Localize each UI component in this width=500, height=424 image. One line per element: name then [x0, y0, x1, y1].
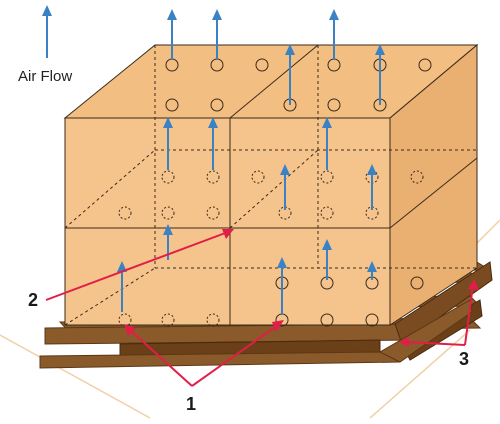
vent-hole: [206, 170, 220, 184]
callout-line-1b: [191, 324, 279, 387]
airflow-arrow: [367, 261, 377, 280]
vent-hole: [251, 170, 265, 184]
airflow-arrow: [285, 44, 295, 105]
airflow-arrow: [280, 164, 290, 210]
legend-airflow-arrow: [42, 5, 52, 58]
airflow-arrow: [208, 117, 218, 170]
vent-hole: [206, 206, 220, 220]
vent-hole: [165, 98, 179, 112]
airflow-arrow: [322, 239, 332, 280]
vent-hole: [320, 313, 334, 327]
callout-line-3b: [404, 341, 466, 346]
callout-line-2: [45, 231, 229, 301]
callout-lines: [45, 231, 474, 387]
airflow-arrow: [167, 9, 177, 60]
airflow-arrow: [163, 117, 173, 170]
callout-number-1: 1: [186, 394, 196, 414]
vent-hole: [118, 206, 132, 220]
box-front-face: [64, 117, 391, 326]
vent-hole: [410, 170, 424, 184]
vent-hole: [161, 313, 175, 327]
vent-hole: [320, 170, 334, 184]
airflow-arrow: [329, 9, 339, 60]
vent-hole: [210, 98, 224, 112]
vent-hole: [418, 58, 432, 72]
callout-line-3a: [464, 284, 474, 346]
callout-number-2: 2: [28, 290, 38, 310]
callout-line-1a: [129, 329, 193, 387]
box-side-divider: [389, 157, 478, 229]
vent-hole: [255, 58, 269, 72]
vent-hole: [161, 206, 175, 220]
vent-hole: [410, 276, 424, 290]
pallet-right-side: [394, 261, 493, 345]
hidden-edges: [64, 45, 477, 326]
pallet-right-foot: [378, 299, 473, 363]
airflow-arrow: [277, 257, 287, 315]
airflow-arrow: [212, 9, 222, 60]
legend-airflow-label: Air Flow: [18, 68, 73, 85]
box-stack: [63, 43, 479, 326]
vent-hole: [327, 98, 341, 112]
airflow-arrow: [322, 117, 332, 170]
vent-hole: [161, 170, 175, 184]
box-top-divider: [229, 44, 319, 119]
vent-hole: [278, 206, 292, 220]
vent-hole: [365, 313, 379, 327]
vent-hole: [206, 313, 220, 327]
airflow-arrows: [117, 9, 385, 315]
callout-number-3: 3: [459, 349, 469, 369]
vent-hole: [320, 206, 334, 220]
airflow-arrow: [375, 44, 385, 105]
callout-arrowheads: [124, 229, 479, 347]
airflow-arrow: [367, 164, 377, 210]
vent-hole: [365, 206, 379, 220]
airflow-arrow: [117, 261, 127, 312]
airflow-arrow: [163, 224, 173, 260]
